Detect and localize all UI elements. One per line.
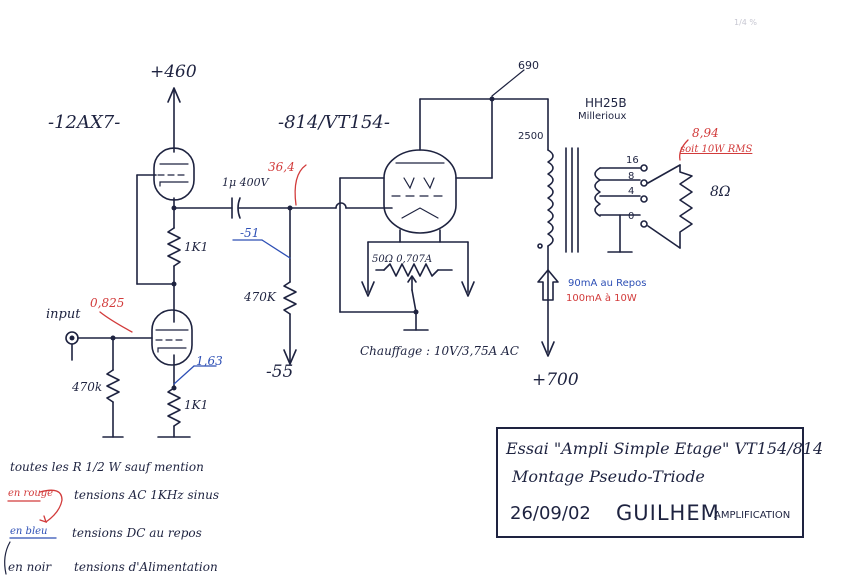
tube-12ax7-upper: [136, 147, 195, 201]
input-jack: [65, 331, 79, 361]
heater-potentiometer: [383, 263, 439, 277]
legend-red-text: tensions AC 1KHz sinus: [74, 488, 220, 502]
input-ac-voltage: 0,825: [90, 296, 125, 310]
tap-0: 0: [628, 211, 635, 222]
load-label: 8Ω: [710, 184, 731, 200]
heater-label: Chauffage : 10V/3,75A AC: [360, 344, 519, 358]
title-brand: GUILHEM: [616, 501, 720, 525]
title-line-1: Essai "Ampli Simple Etage" VT154/814: [506, 439, 824, 458]
resistor-470k-input: [106, 369, 120, 403]
legend-note: toutes les R 1/2 W sauf mention: [10, 460, 204, 474]
supply-label-700: +700: [532, 370, 579, 390]
capacitor-label: 1μ 400V: [222, 176, 269, 189]
current-arrow: [537, 269, 559, 301]
tap-8: 8: [628, 171, 635, 182]
supply-label-460: +460: [150, 62, 197, 82]
output-power: soit 10W RMS: [680, 144, 753, 155]
full-current: 100mA à 10W: [566, 293, 637, 304]
transformer-maker: Millerioux: [578, 111, 627, 122]
tap-4: 4: [628, 186, 635, 197]
legend-blue-text: tensions DC au repos: [72, 526, 202, 540]
idle-current: 90mA au Repos: [568, 278, 647, 289]
input-label: input: [46, 307, 81, 322]
title-line-2: Montage Pseudo-Triode: [512, 467, 705, 486]
legend-black-key: en noir: [8, 560, 52, 574]
supply-arrow-460: [167, 87, 181, 153]
corner-mark: 1/4 %: [734, 18, 758, 27]
legend-black-text: tensions d'Alimentation: [74, 560, 218, 574]
resistor-1k1-cathode: [167, 387, 181, 427]
output-transformer: [537, 147, 601, 253]
legend-blue-key: en bleu: [10, 526, 48, 537]
transformer-primary: 2500: [518, 131, 544, 142]
plate-voltage: 690: [518, 59, 539, 72]
resistor-label-input: 470k: [72, 380, 103, 394]
supply-label-bias: -55: [266, 362, 294, 382]
resistor-label-cathode: 1K1: [184, 398, 209, 412]
cathode-dc-voltage: 1,63: [196, 354, 223, 368]
tube-label-12ax7: -12AX7-: [48, 112, 121, 133]
resistor-label-grid: 470K: [244, 290, 276, 304]
grid-bias-voltage: -51: [240, 226, 260, 240]
tube-label-814: -814/VT154-: [278, 112, 390, 133]
heater-pot-label: 50Ω 0,707A: [372, 254, 433, 265]
tube-12ax7-lower: [151, 309, 193, 366]
title-block: Essai "Ampli Simple Etage" VT154/814 Mon…: [496, 427, 823, 538]
load-resistor-8ohm: [679, 164, 693, 249]
tube-814: [383, 149, 457, 234]
coupling-capacitor: [231, 197, 241, 219]
title-brand-sub: AMPLIFICATION: [714, 510, 791, 521]
coupling-ac-voltage: 36,4: [268, 160, 295, 174]
tap-16: 16: [626, 155, 639, 166]
legend-red-key: en rouge: [8, 488, 54, 499]
title-date: 26/09/02: [510, 503, 591, 524]
resistor-470k-grid: [283, 281, 297, 315]
output-ac-voltage: 8,94: [692, 126, 719, 140]
resistor-1k1-upper: [167, 227, 181, 267]
resistor-label-plate: 1K1: [184, 240, 209, 254]
transformer-name: HH25B: [585, 96, 627, 110]
